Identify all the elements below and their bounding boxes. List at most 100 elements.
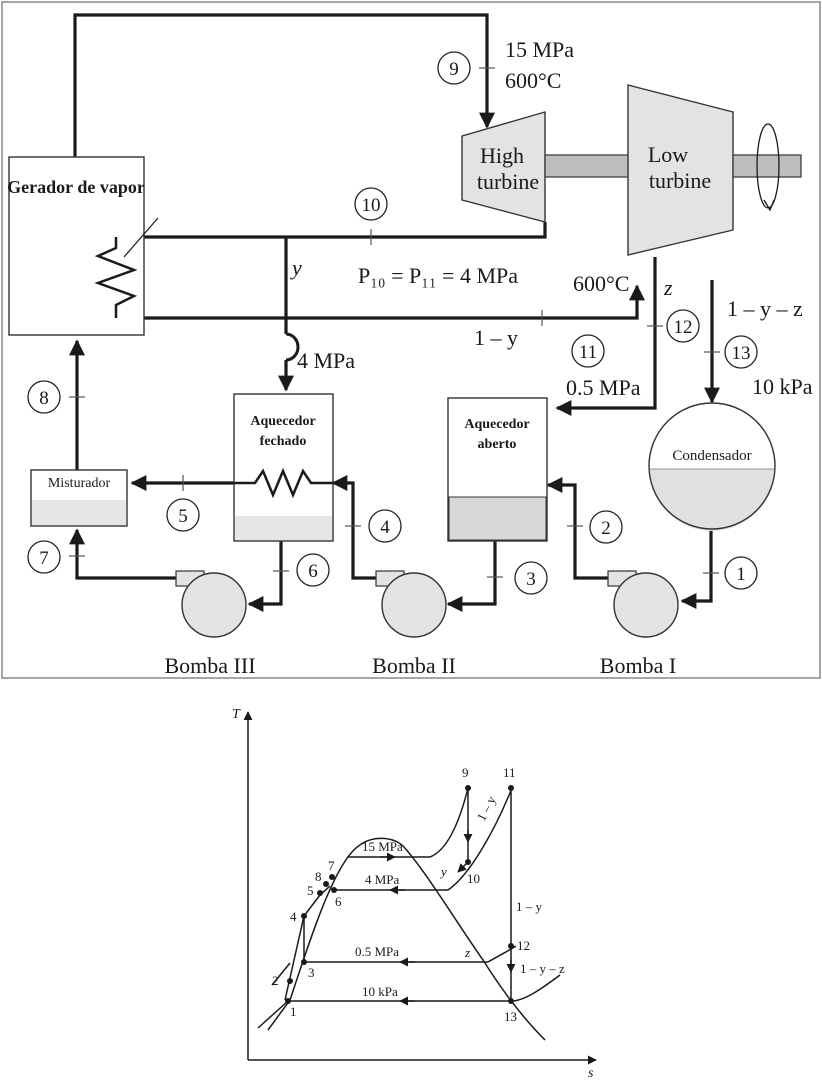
high-turbine-label-2: turbine — [477, 169, 539, 194]
low-turbine-label-2: turbine — [649, 168, 711, 193]
state-13: 13 — [724, 335, 758, 369]
isobar-15mpa-superheat — [429, 787, 469, 858]
figure-frame — [1, 1, 821, 679]
ts-one-minus-y-minus-z-label: 1 – y – z — [520, 961, 565, 976]
svg-text:11: 11 — [579, 342, 597, 363]
svg-text:7: 7 — [328, 858, 335, 873]
svg-text:10: 10 — [467, 871, 480, 886]
heater-coil-icon — [234, 467, 333, 499]
compressed-liquid-line — [284, 885, 331, 1001]
shaft — [544, 154, 630, 178]
pipe-11 — [116, 284, 645, 320]
p-condenser-label: 10 kPa — [752, 374, 813, 399]
svg-text:10: 10 — [362, 195, 381, 216]
ts-isobar-0.5mpa-label: 0.5 MPa — [355, 944, 399, 959]
t-axis-label: T — [232, 707, 241, 722]
open-heater-label-1: Aquecedor — [464, 417, 529, 432]
pipe-12 — [555, 257, 657, 416]
closed-heater-label-1: Aquecedor — [250, 414, 315, 429]
p-open-heater-label: 0.5 MPa — [566, 375, 641, 400]
svg-text:9: 9 — [449, 59, 459, 80]
svg-text:2: 2 — [272, 973, 279, 988]
t11-label: 600°C — [573, 271, 629, 296]
open-heater: Aquecedor aberto — [447, 397, 548, 542]
one-minus-y-label: 1 – y — [474, 325, 518, 350]
ts-point-labels: 1 2 3 4 5 6 7 8 9 10 11 12 13 — [272, 765, 530, 1024]
high-turbine-label-1: High — [480, 143, 524, 168]
p10-p11-label: P₁₀ = P₁₁ = 4 MPa — [358, 263, 518, 288]
rotation-icon — [756, 123, 780, 209]
isobar-10kpa-superheat — [512, 974, 561, 1002]
ts-one-minus-y-label: 1 – y — [516, 899, 543, 914]
state-3: 3 — [514, 561, 548, 595]
pump-3: Bomba III — [164, 570, 256, 678]
condenser-label: Condensador — [672, 448, 751, 464]
ts-isobar-10kpa-label: 10 kPa — [362, 984, 398, 999]
pipe-1 — [680, 530, 713, 609]
pipe-2 — [546, 477, 610, 580]
svg-text:3: 3 — [526, 569, 536, 590]
svg-text:5: 5 — [307, 883, 314, 898]
pipe-6 — [247, 541, 283, 612]
state-12: 12 — [666, 309, 700, 343]
state-10: 10 — [354, 187, 388, 221]
z-label: z — [663, 275, 673, 300]
svg-text:13: 13 — [732, 343, 751, 364]
svg-text:4: 4 — [380, 517, 390, 538]
svg-text:12: 12 — [517, 938, 530, 953]
steam-generator: Gerador de vapor — [7, 156, 159, 336]
pipe-3 — [446, 541, 497, 612]
svg-text:5: 5 — [178, 506, 188, 527]
state-9: 9 — [437, 51, 471, 85]
state-1: 1 — [724, 556, 758, 590]
saturation-dome — [267, 837, 546, 1041]
output-shaft — [732, 154, 802, 178]
pump-2: Bomba II — [372, 570, 456, 678]
reheater-coil-icon — [94, 237, 138, 318]
ts-z-label: z — [464, 945, 470, 960]
pump-2-label: Bomba II — [372, 653, 456, 678]
state-2: 2 — [589, 510, 623, 544]
ts-one-minus-y-diag-label: 1 – y — [473, 793, 499, 823]
pipe-4 — [331, 475, 376, 580]
state-7: 7 — [27, 540, 61, 574]
svg-text:4: 4 — [290, 909, 297, 924]
t9-label: 600°C — [505, 68, 561, 93]
y-label: y — [290, 255, 302, 280]
steam-generator-label-1: Gerador de vapor — [7, 177, 145, 197]
one-minus-y-minus-z-label: 1 – y – z — [727, 296, 803, 321]
isobar-4mpa-superheat — [447, 787, 513, 891]
pipe-7 — [69, 528, 178, 580]
open-heater-label-2: aberto — [478, 437, 517, 452]
s-axis-label: s — [588, 1066, 594, 1080]
svg-text:6: 6 — [308, 561, 318, 582]
svg-text:6: 6 — [335, 894, 342, 909]
svg-text:2: 2 — [601, 518, 611, 539]
ts-isobar-15mpa-label: 15 MPa — [362, 839, 403, 854]
svg-text:3: 3 — [308, 965, 315, 980]
state-8: 8 — [27, 380, 61, 414]
condenser: Condensador — [648, 402, 776, 531]
line-1 — [257, 1000, 289, 1029]
high-turbine: High turbine — [461, 111, 546, 223]
svg-text:11: 11 — [503, 765, 516, 780]
state-6: 6 — [296, 553, 330, 587]
low-turbine: Low turbine — [627, 84, 734, 256]
pipe-crossover — [285, 332, 300, 362]
svg-text:7: 7 — [39, 548, 49, 569]
mixer: Misturador — [30, 469, 128, 527]
p-closed-heater-label: 4 MPa — [297, 348, 355, 373]
ts-points — [285, 785, 514, 1004]
cycle-schematic: Gerador de vapor High turbine Low turbin… — [1, 1, 821, 679]
pump-1-label: Bomba I — [600, 653, 676, 678]
low-turbine-label-1: Low — [648, 142, 688, 167]
closed-heater: Aquecedor fechado — [233, 393, 334, 542]
state-4: 4 — [368, 509, 402, 543]
pipe-9 — [73, 13, 495, 157]
svg-text:12: 12 — [674, 317, 693, 338]
svg-text:1: 1 — [736, 564, 746, 585]
state-5: 5 — [166, 498, 200, 532]
pipe-10 — [116, 222, 547, 239]
ts-diagram: T s 1 2 3 4 5 — [232, 707, 597, 1080]
svg-text:1: 1 — [290, 1004, 297, 1019]
